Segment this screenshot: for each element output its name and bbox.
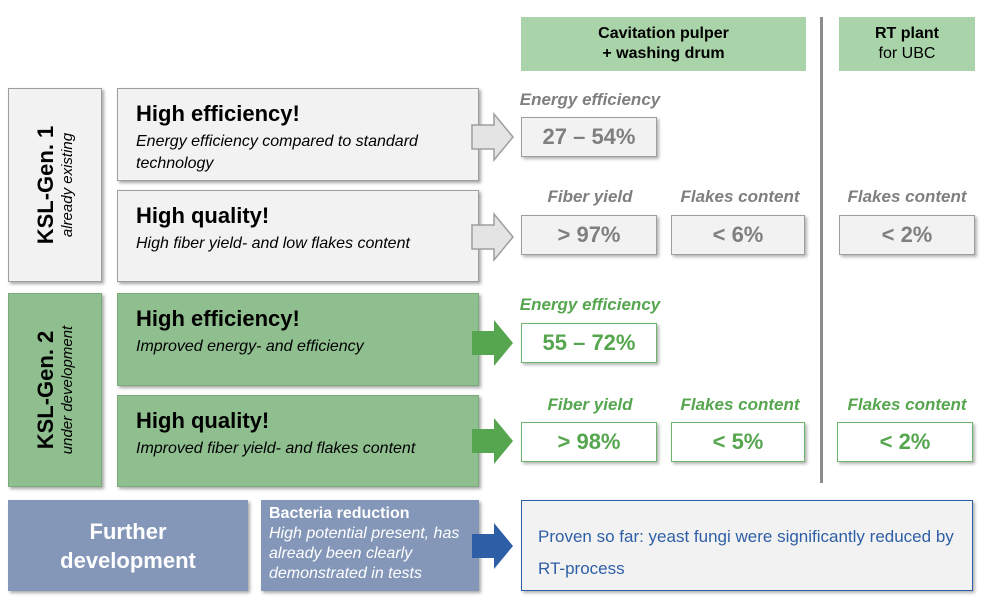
gen2-flakes-value: < 5% <box>671 422 805 462</box>
gen1-quality-box: High quality! High fiber yield- and low … <box>117 190 479 282</box>
gen2-label: KSL-Gen. 2 under development <box>33 326 77 454</box>
gen1-quality-text: High fiber yield- and low flakes content <box>136 235 410 252</box>
gen2-quality-box: High quality! Improved fiber yield- and … <box>117 395 479 487</box>
gen1-fiber-label: Fiber yield <box>547 187 633 206</box>
gen2-subtitle: under development <box>59 325 76 455</box>
gen1-energy-value: 27 – 54% <box>521 117 657 157</box>
header-cavitation-line2: + washing drum <box>602 45 725 62</box>
header-cavitation: Cavitation pulper + washing drum <box>521 17 806 71</box>
gen2-efficiency-title: High efficiency! <box>136 306 300 331</box>
gen1-label: KSL-Gen. 1 already existing <box>33 126 77 245</box>
gen1-efficiency-arrow-icon <box>471 112 514 162</box>
gen2-quality-text: Improved fiber yield- and flakes content <box>136 440 416 457</box>
header-rt-plant: RT plant for UBC <box>839 17 975 71</box>
gen1-efficiency-text: Energy efficiency compared to standard t… <box>136 133 418 172</box>
header-cavitation-line1: Cavitation pulper <box>598 25 729 42</box>
note-text: Proven so far: yeast fungi were signific… <box>538 527 954 578</box>
gen2-quality-arrow-icon <box>472 418 513 464</box>
gen2-fiber-label: Fiber yield <box>547 395 633 414</box>
gen2-fiber-value: > 98% <box>521 422 657 462</box>
further-development-box: Further development <box>8 500 248 591</box>
note-box: Proven so far: yeast fungi were signific… <box>521 500 973 591</box>
gen1-efficiency-box: High efficiency! Energy efficiency compa… <box>117 88 479 181</box>
gen1-title: KSL-Gen. 1 <box>33 125 58 245</box>
gen2-rt-flakes-label: Flakes content <box>847 395 967 414</box>
gen1-quality-title: High quality! <box>136 203 270 228</box>
gen2-quality-title: High quality! <box>136 408 270 433</box>
gen1-fiber-value: > 97% <box>521 215 657 255</box>
column-divider <box>820 17 823 483</box>
gen2-energy-value: 55 – 72% <box>521 323 657 363</box>
gen1-energy-label: Energy efficiency <box>519 90 661 109</box>
gen2-flakes-label: Flakes content <box>680 395 800 414</box>
gen2-efficiency-text: Improved energy- and efficiency <box>136 338 364 355</box>
gen1-flakes-label: Flakes content <box>680 187 800 206</box>
gen2-title: KSL-Gen. 2 <box>33 330 58 450</box>
gen2-label-box: KSL-Gen. 2 under development <box>8 293 102 487</box>
further-development-title: Further development <box>60 518 196 573</box>
bacteria-box: Bacteria reduction High potential presen… <box>261 500 479 591</box>
gen2-efficiency-arrow-icon <box>472 320 513 366</box>
gen1-label-box: KSL-Gen. 1 already existing <box>8 88 102 282</box>
gen2-rt-flakes-value: < 2% <box>837 422 973 462</box>
bacteria-title: Bacteria reduction <box>269 505 410 522</box>
bacteria-text: High potential present, has already been… <box>269 525 460 582</box>
gen1-quality-arrow-icon <box>471 212 514 262</box>
bacteria-arrow-icon <box>472 523 513 569</box>
gen1-efficiency-title: High efficiency! <box>136 101 300 126</box>
gen1-rt-flakes-label: Flakes content <box>847 187 967 206</box>
gen1-subtitle: already existing <box>59 132 76 238</box>
gen1-rt-flakes-value: < 2% <box>839 215 975 255</box>
gen2-efficiency-box: High efficiency! Improved energy- and ef… <box>117 293 479 386</box>
header-rt-line2: for UBC <box>878 45 936 62</box>
gen2-energy-label: Energy efficiency <box>519 295 661 314</box>
header-rt-line1: RT plant <box>875 25 939 42</box>
gen1-flakes-value: < 6% <box>671 215 805 255</box>
